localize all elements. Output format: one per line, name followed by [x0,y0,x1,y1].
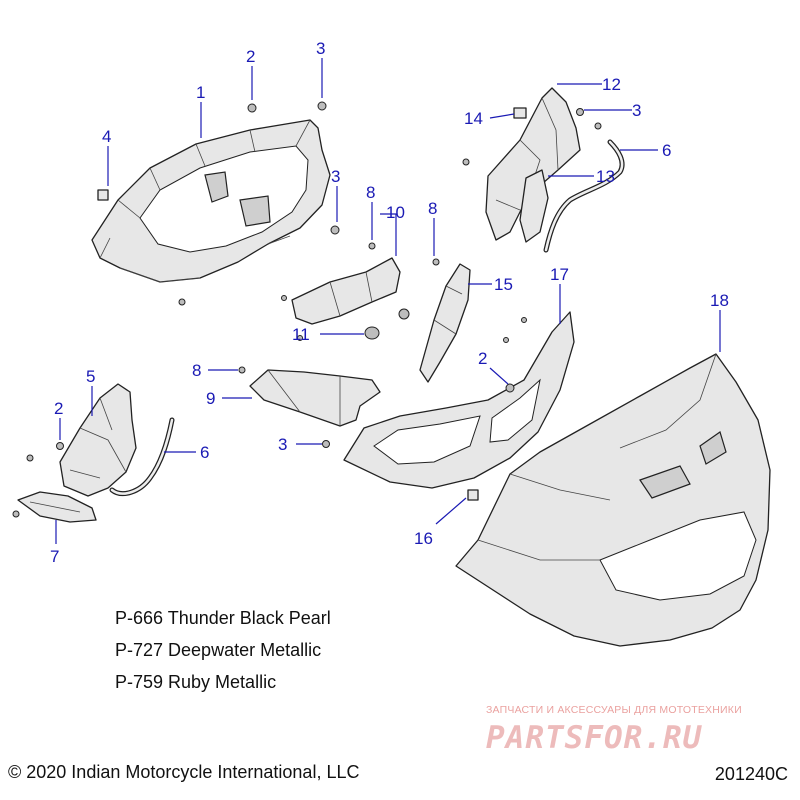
callout-3: 3 [316,39,325,58]
callout-8: 8 [366,183,375,202]
copyright-notice: © 2020 Indian Motorcycle International, … [8,762,360,782]
paint-code-3: P-759 Ruby Metallic [115,672,277,692]
callout-8: 8 [428,199,437,218]
part-lower-trim [17,491,97,523]
callout-2: 2 [246,47,255,66]
callout-8: 8 [192,361,201,380]
part-mirror-bracket [485,87,581,241]
callout-3: 3 [331,167,340,186]
callout-3: 3 [278,435,287,454]
part-outer-fairing [455,353,771,647]
watermark-logo: PARTSFOR.RU [486,720,703,756]
leader-lines [55,58,721,544]
part-seal-right [543,139,625,253]
diagram-reference-code: 201240C [714,764,788,784]
callout-1: 1 [196,83,205,102]
callout-7: 7 [50,547,59,566]
callout-13: 13 [596,167,615,186]
part-grommet-11 [364,326,380,340]
callout-2: 2 [478,349,487,368]
callout-11: 11 [292,325,310,344]
part-side-bracket [519,169,549,243]
paint-code-1: P-666 Thunder Black Pearl [115,608,331,628]
watermark-tagline: ЗАПЧАСТИ И АКСЕССУАРЫ ДЛЯ МОТОТЕХНИКИ [486,704,742,716]
watermark: ЗАПЧАСТИ И АКСЕССУАРЫ ДЛЯ МОТОТЕХНИКИ PA… [486,704,782,756]
callout-16: 16 [414,529,433,548]
callout-15: 15 [494,275,513,294]
part-headlight-surround [343,311,575,489]
callout-10: 10 [386,203,405,222]
callout-numbers: 1 2 3 4 3 8 10 8 2 3 12 3 14 6 13 15 17 … [50,39,729,566]
part-vertical-trim [419,263,471,383]
callout-6: 6 [200,443,209,462]
callout-5: 5 [86,367,95,386]
callout-17: 17 [550,265,569,284]
callout-12: 12 [602,75,621,94]
part-clip-14 [513,107,527,119]
part-seal-left [109,417,175,496]
callout-3: 3 [632,101,641,120]
part-inner-fairing [91,119,331,283]
callout-14: 14 [464,109,483,128]
hardware-fasteners [12,101,602,518]
callout-18: 18 [710,291,729,310]
callout-4: 4 [102,127,111,146]
part-clip-16 [467,489,479,501]
part-center-bracket [291,257,401,325]
part-lower-bracket [249,369,381,427]
part-clip-4 [97,189,109,201]
callout-6: 6 [662,141,671,160]
callout-3: 2 [54,399,63,418]
paint-code-2: P-727 Deepwater Metallic [115,640,322,660]
callout-9: 9 [206,389,215,408]
part-left-inner-panel [59,383,137,497]
